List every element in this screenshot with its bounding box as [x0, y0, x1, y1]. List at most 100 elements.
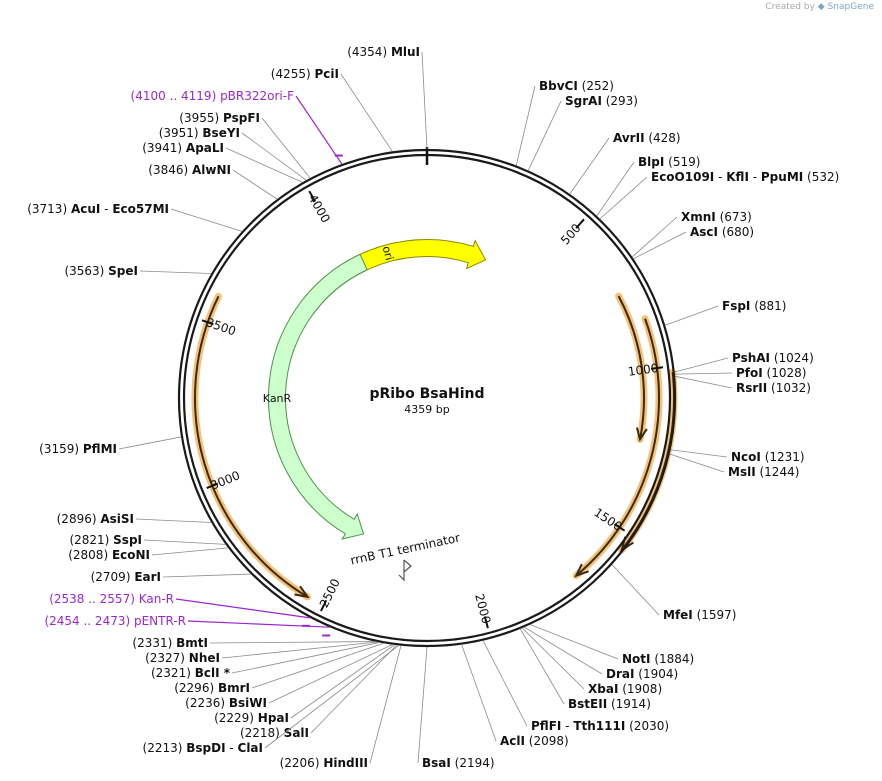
- site-name: XbaI: [588, 682, 618, 696]
- site-position: (881): [750, 299, 786, 313]
- site-label: XmnI (673): [681, 210, 752, 224]
- feature-label: KanR: [263, 392, 292, 405]
- site-label: (4100 .. 4119) pBR322ori-F: [131, 89, 295, 103]
- site-position: (3955): [179, 111, 223, 125]
- site-label: XbaI (1908): [588, 682, 662, 696]
- snapgene-credit: Created by ◆ SnapGene: [765, 2, 874, 12]
- tick-label: 1500: [591, 505, 624, 534]
- site-label: BstEII (1914): [568, 697, 651, 711]
- site-name: MluI: [391, 45, 420, 59]
- site-sgrai: SgrAI (293): [527, 94, 638, 171]
- site-label: (2296) BmrI: [174, 681, 250, 695]
- site-position: (1904): [634, 667, 678, 681]
- site-name: SgrAI: [565, 94, 602, 108]
- site-leader: [187, 620, 330, 628]
- site-position: (673): [716, 210, 752, 224]
- site-acui-eco57mi: (3713) AcuI - Eco57MI: [27, 202, 243, 232]
- site-label: (2327) NheI: [145, 651, 220, 665]
- site-label: (2229) HpaI: [214, 711, 289, 725]
- site-leader: [290, 644, 395, 719]
- tick-mark: [614, 523, 626, 532]
- site-leader: [310, 644, 397, 734]
- site-label: (3941) ApaLI: [142, 141, 224, 155]
- plasmid-name: pRibo BsaHind: [369, 386, 484, 402]
- site-label: BbvCI (252): [539, 79, 614, 93]
- site-label: (3563) SpeI: [64, 264, 138, 278]
- site-name-3: PpuMI: [761, 170, 803, 184]
- site-leader: [421, 51, 428, 150]
- site-label: BsaI (2194): [422, 756, 495, 770]
- site-pcii: (4255) PciI: [271, 67, 393, 152]
- site-position: (2296): [174, 681, 218, 695]
- orf-arrow: [575, 318, 660, 577]
- site-position: (680): [718, 225, 754, 239]
- site-spei: (3563) SpeI: [64, 264, 212, 278]
- site-xmni: XmnI (673): [631, 210, 752, 258]
- site-mfei: MfeI (1597): [611, 564, 736, 622]
- site-leader: [417, 646, 428, 764]
- site-ncoi: NcoI (1231): [670, 449, 805, 464]
- site-eari: (2709) EarI: [91, 570, 251, 584]
- site-label: NotI (1884): [622, 652, 694, 666]
- site-drai: DraI (1904): [524, 626, 678, 681]
- site-name: PciI: [315, 67, 340, 81]
- site-sep: -: [714, 170, 726, 184]
- site-pbr322ori-f: (4100 .. 4119) pBR322ori-F: [131, 89, 343, 165]
- site-label: (2896) AsiSI: [57, 512, 134, 526]
- site-name: NotI: [622, 652, 651, 666]
- site-label: EcoO109I - KflI - PpuMI (532): [651, 170, 839, 184]
- site-position: (3713): [27, 202, 71, 216]
- site-leader: [209, 641, 376, 644]
- site-label: PfoI (1028): [736, 366, 806, 380]
- site-position: (3159): [39, 442, 83, 456]
- site-name: BseYI: [202, 126, 240, 140]
- site-name-2: Tth111I: [573, 719, 625, 733]
- site-label: NcoI (1231): [731, 450, 805, 464]
- site-leader: [170, 208, 243, 232]
- site-leader: [340, 73, 393, 152]
- site-label: (2454 .. 2473) pENTR-R: [44, 614, 186, 628]
- site-sep: -: [561, 719, 573, 733]
- site-label: (4354) MluI: [347, 45, 420, 59]
- site-position: (1231): [761, 450, 805, 464]
- site-apali: (3941) ApaLI: [142, 141, 303, 183]
- site-name: AlwNI: [192, 163, 231, 177]
- site-mlui: (4354) MluI: [347, 45, 428, 150]
- site-position: (2538 .. 2557): [49, 592, 139, 606]
- site-name-2: ClaI: [238, 741, 263, 755]
- site-label: DraI (1904): [606, 667, 678, 681]
- site-leader: [674, 372, 733, 375]
- site-bseyi: (3951) BseYI: [159, 126, 307, 181]
- site-label: (3159) PflMI: [39, 442, 117, 456]
- site-position: (2206): [280, 756, 324, 770]
- tick-mark: [206, 482, 219, 489]
- site-name: HpaI: [258, 711, 289, 725]
- site-position: (2218): [240, 726, 284, 740]
- orf-glow: [572, 315, 663, 580]
- site-label: RsrII (1032): [736, 381, 811, 395]
- site-label: AscI (680): [690, 225, 754, 239]
- site-name: AvrII: [613, 131, 645, 145]
- site-name: DraI: [606, 667, 634, 681]
- site-name: Kan-R: [139, 592, 174, 606]
- site-leader: [569, 137, 610, 195]
- site-position: (4255): [271, 67, 315, 81]
- site-name-2: Eco57MI: [112, 202, 169, 216]
- site-leader: [151, 547, 229, 556]
- site-name: PflMI: [83, 442, 117, 456]
- site-name: BmtI: [176, 636, 208, 650]
- site-label: AvrII (428): [613, 131, 681, 145]
- site-leader: [232, 169, 278, 200]
- site-leader: [251, 642, 384, 689]
- site-bspdi-clai: (2213) BspDI - ClaI: [143, 645, 400, 755]
- site-position: (4100 .. 4119): [131, 89, 221, 103]
- site-leader: [135, 518, 212, 523]
- site-leader: [611, 564, 660, 616]
- site-position: (428): [645, 131, 681, 145]
- site-leader: [530, 624, 619, 660]
- feature-label: ori: [380, 245, 396, 262]
- site-position: (2327): [145, 651, 189, 665]
- site-leader: [527, 100, 562, 171]
- site-name: pENTR-R: [134, 614, 186, 628]
- site-acli: AclI (2098): [461, 644, 569, 748]
